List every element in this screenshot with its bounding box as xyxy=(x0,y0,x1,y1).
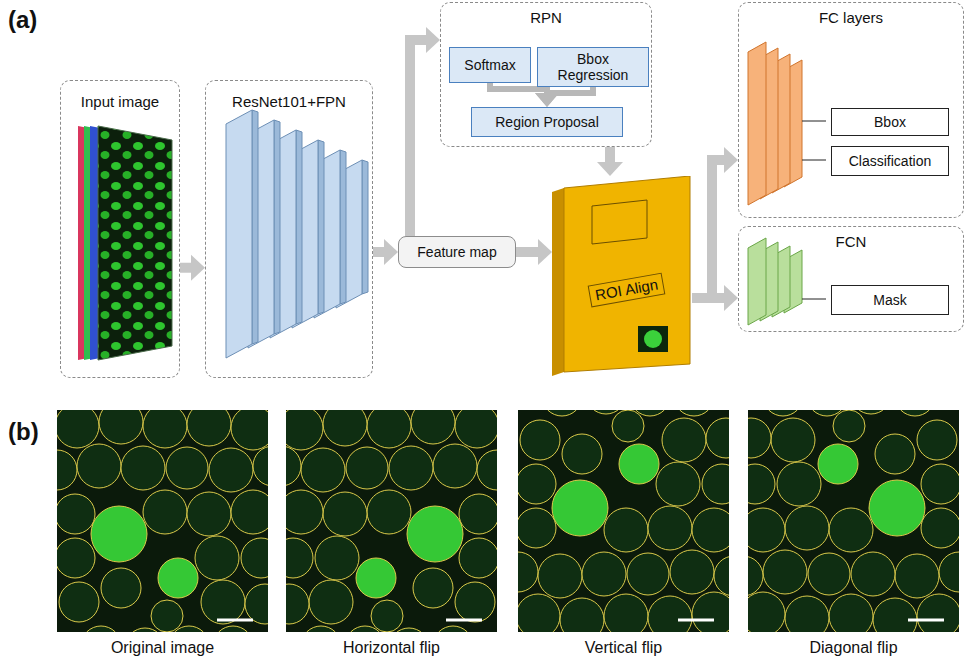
image-caption: Horizontal flip xyxy=(286,638,497,657)
leader-line xyxy=(802,121,826,299)
box-label: Classification xyxy=(845,153,935,169)
arrow-head xyxy=(597,162,623,176)
arrow-head xyxy=(384,239,398,265)
arrow-head xyxy=(535,93,559,107)
arrow-head xyxy=(538,239,552,265)
roi-align-block: ROI Align xyxy=(552,176,692,376)
process-box: Softmax xyxy=(449,47,531,83)
flow-arrow xyxy=(535,87,593,107)
flow-arrow xyxy=(410,27,440,236)
output-box: Classification xyxy=(831,146,949,176)
arrow-shaft xyxy=(516,247,538,257)
box-label: ROI Align xyxy=(588,273,666,308)
arrow-head xyxy=(535,93,559,107)
arrow-shaft xyxy=(180,263,191,273)
group-box: ResNet101+FPN xyxy=(205,80,373,378)
box-label: Bbox xyxy=(870,114,910,130)
group-box: RPN Softmax Bbox RegressionRegion Proposal xyxy=(440,2,652,147)
group-title: FCN xyxy=(739,233,963,251)
panel-label: (a) xyxy=(8,6,52,35)
arrow-head xyxy=(724,147,738,173)
group-box: Input image xyxy=(60,80,180,378)
flow-arrow xyxy=(373,239,398,265)
flow-arrow xyxy=(597,147,623,176)
arrow-shaft xyxy=(547,87,593,93)
cell-image xyxy=(98,126,172,360)
flow-arrow xyxy=(692,285,738,311)
group-title: Input image xyxy=(61,93,179,111)
output-box: Bbox xyxy=(831,108,949,136)
flow-arrow xyxy=(692,147,738,298)
image-caption: Original image xyxy=(57,638,268,657)
group-box: FC layersBboxClassification xyxy=(738,2,964,218)
roi-text-holder: ROI Align xyxy=(564,262,690,318)
horizontal-flip-image xyxy=(261,400,517,664)
arrow-shaft xyxy=(692,160,724,298)
box-label: Bbox Regression xyxy=(538,51,648,83)
fcn-layers xyxy=(748,238,802,325)
flow-arrow xyxy=(516,239,552,265)
arrow-shaft xyxy=(692,293,724,303)
box-label: Softmax xyxy=(460,57,519,73)
roi-block-shape xyxy=(552,176,692,376)
arrow-shaft xyxy=(605,147,615,162)
network-layers xyxy=(226,110,368,358)
group-box: FCN Mask xyxy=(738,226,964,332)
group-title: ResNet101+FPN xyxy=(206,93,372,111)
group-title: FC layers xyxy=(739,9,963,27)
box-label: Mask xyxy=(869,292,910,308)
output-box: Mask xyxy=(831,285,949,315)
diagonal-flip-image xyxy=(723,374,968,642)
fc-layers xyxy=(748,42,802,205)
arrow-head xyxy=(191,255,205,281)
feature-map-box: Feature map xyxy=(398,236,516,268)
image-caption: Diagonal flip xyxy=(748,638,959,657)
group-title: RPN xyxy=(441,9,651,27)
arrow-shaft xyxy=(410,40,426,236)
arrow-shaft xyxy=(373,247,384,257)
process-box: Bbox Regression xyxy=(537,47,649,87)
arrow-head xyxy=(426,27,440,53)
vertical-flip-image xyxy=(498,374,754,642)
process-box: Region Proposal xyxy=(471,107,623,137)
arrow-head xyxy=(724,285,738,311)
box-label: Region Proposal xyxy=(491,114,603,130)
original-image xyxy=(37,400,293,664)
panel-label: (b) xyxy=(8,418,52,447)
image-caption: Vertical flip xyxy=(518,638,729,657)
scale-bar xyxy=(217,619,944,622)
box-label: Feature map xyxy=(413,244,500,260)
flow-arrow xyxy=(180,255,205,281)
